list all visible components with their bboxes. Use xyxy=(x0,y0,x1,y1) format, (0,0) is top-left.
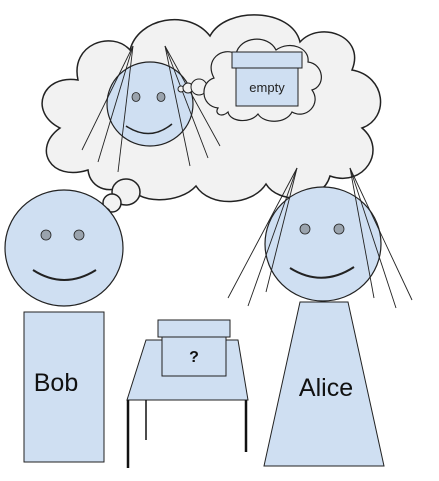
alice-smile xyxy=(289,266,355,279)
table-box-lid xyxy=(157,319,231,338)
believed-box-body xyxy=(235,67,299,107)
bob-body xyxy=(23,311,105,463)
table-box-body xyxy=(161,336,227,377)
alice-sight-lines xyxy=(227,167,413,309)
bob-right-eye xyxy=(73,229,85,241)
alice-left-eye xyxy=(299,223,311,235)
bob-thought-cloud xyxy=(41,14,382,203)
thought-bubble-medium xyxy=(102,193,122,213)
imagined-alice-right-eye xyxy=(156,92,166,102)
table: ? xyxy=(126,319,249,468)
imagined-alice-left-eye xyxy=(131,92,141,102)
imagined-alice-sight-lines xyxy=(81,45,221,173)
bob-label: Bob xyxy=(34,369,78,397)
alice-head xyxy=(264,186,382,302)
believed-box-label: empty xyxy=(249,80,285,95)
thought-bubbles xyxy=(99,178,141,219)
imagined-alice xyxy=(81,45,221,173)
imagined-alice-thought: empty xyxy=(177,38,322,122)
believed-box-lid xyxy=(231,51,303,69)
bob-left-eye xyxy=(40,229,52,241)
alice-right-eye xyxy=(333,223,345,235)
table-box-label: ? xyxy=(189,349,199,366)
bob-smile xyxy=(32,269,97,281)
thought-cloud-icon xyxy=(41,14,382,203)
alice-label: Alice xyxy=(299,374,353,402)
bob-head xyxy=(4,189,124,307)
bob: Bob xyxy=(4,189,124,463)
imagined-alice-smile xyxy=(125,123,173,135)
alice-body xyxy=(263,301,385,467)
alice: Alice xyxy=(227,167,413,467)
